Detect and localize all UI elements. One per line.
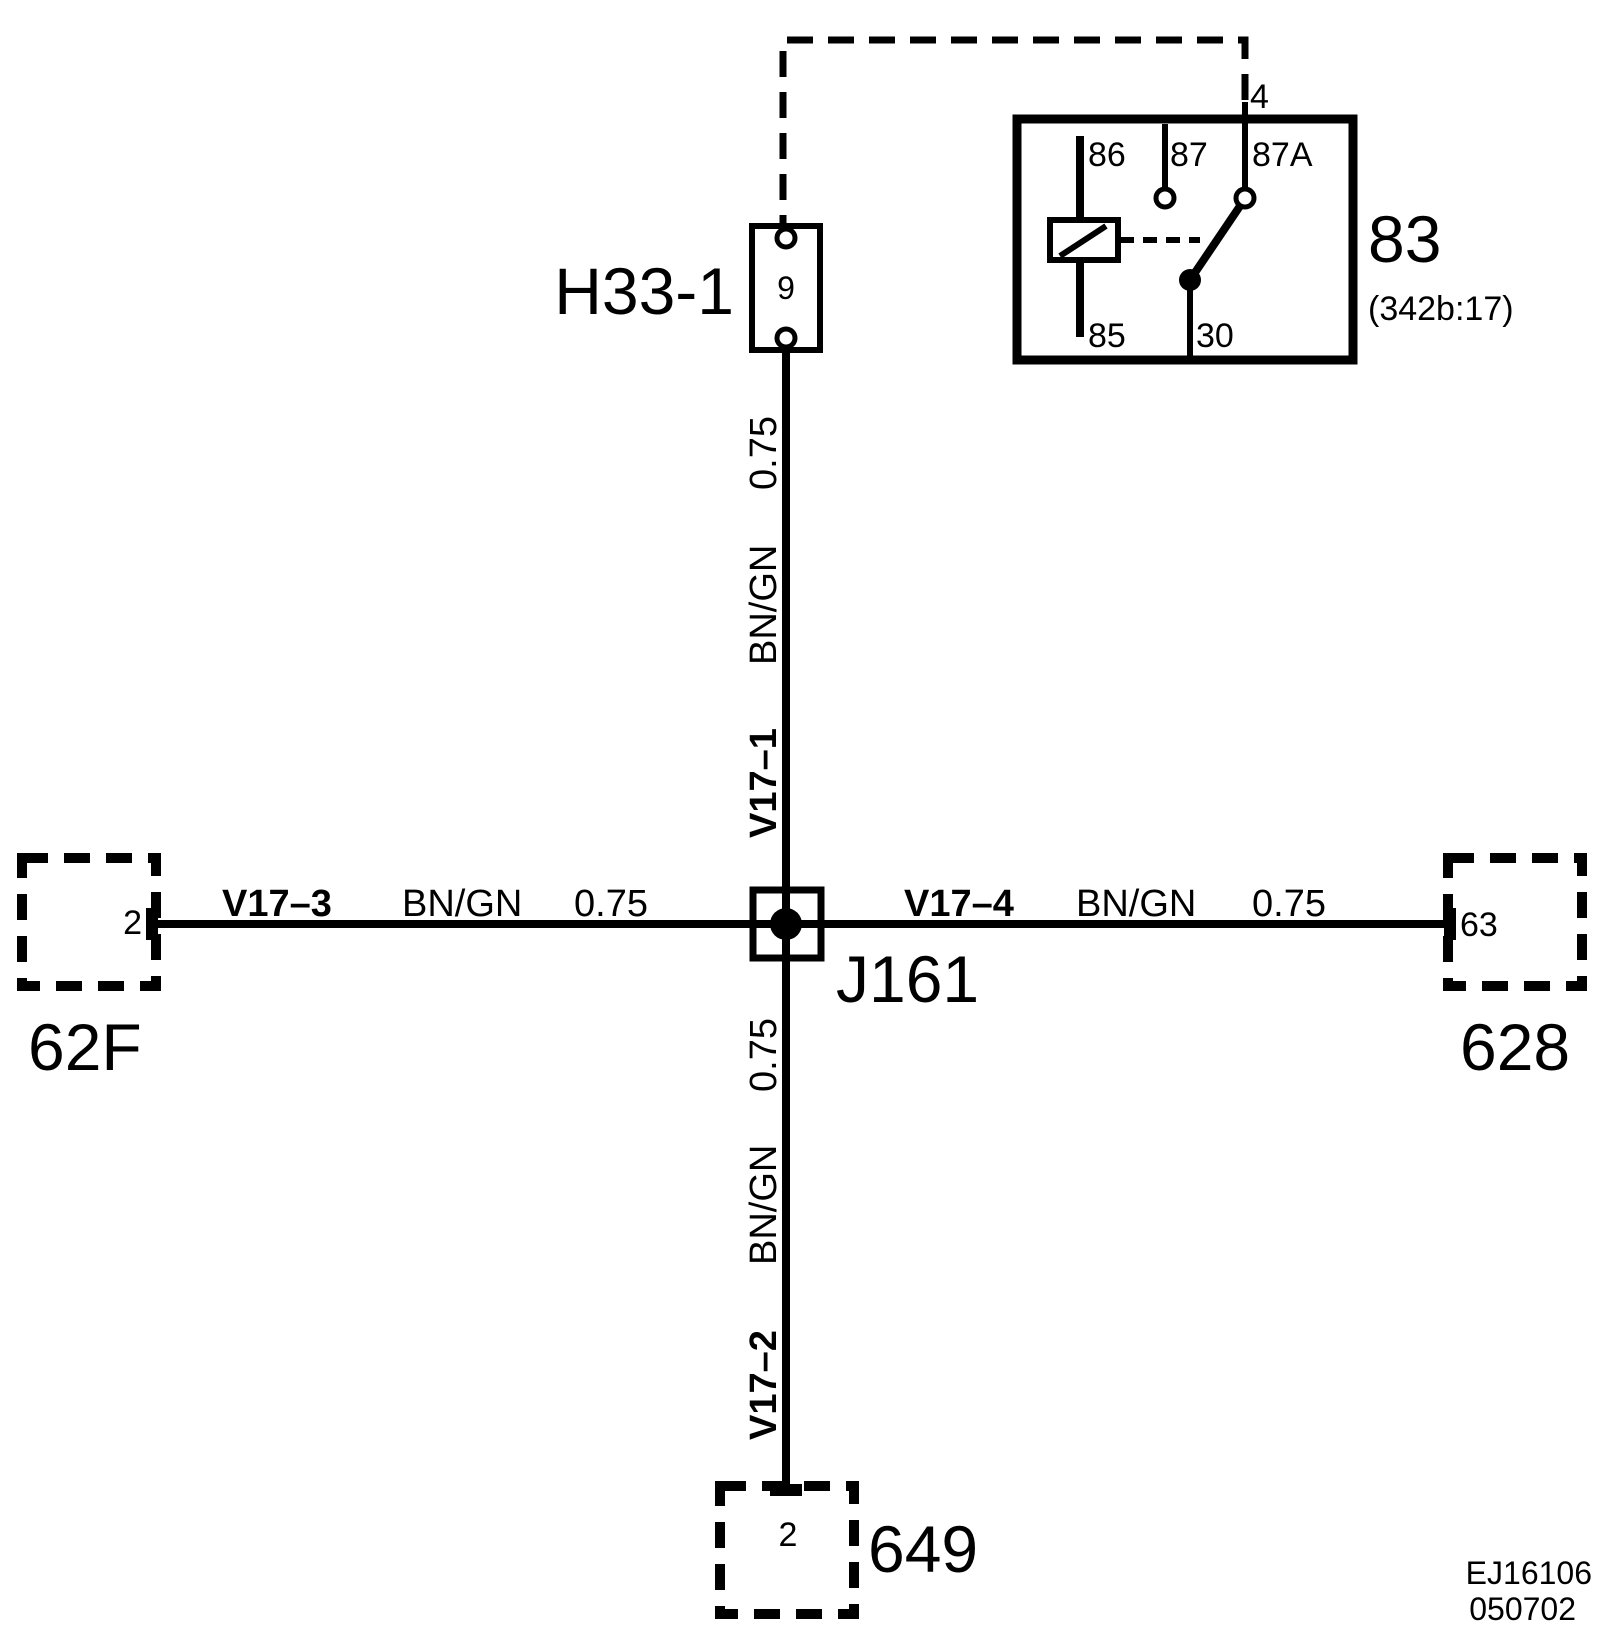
wire-v17-4-id: V17–4: [904, 883, 1014, 925]
wire-v17-1-color: BN/GN: [743, 545, 785, 665]
connector-62f: 2 62F: [17, 853, 161, 1084]
connector-628-body: [1443, 853, 1587, 991]
splice-ref-label: J161: [836, 942, 979, 1016]
wire-v17-2-size: 0.75: [743, 1018, 785, 1092]
pin-86-label: 86: [1088, 136, 1126, 174]
pin-87-label: 87: [1170, 136, 1208, 174]
wire-v17-3-size: 0.75: [574, 883, 648, 925]
connector-h33-pin-label: 9: [777, 270, 795, 306]
wire-v17-1-id: V17–1: [743, 728, 785, 838]
connector-h33-ref-label: H33-1: [554, 254, 734, 328]
diagram-date: 050702: [1469, 1591, 1576, 1627]
wire-v17-2-color: BN/GN: [743, 1145, 785, 1265]
splice-j161: J161: [749, 886, 979, 1016]
diagram-code: EJ16106: [1466, 1555, 1592, 1591]
pin-30-label: 30: [1196, 317, 1234, 355]
connector-62f-ref-label: 62F: [28, 1010, 142, 1084]
relay-sub-label: (342b:17): [1368, 290, 1514, 328]
connector-649-pin-label: 2: [779, 1516, 798, 1554]
relay-83: 86 87 87A 85 30 4 83 (342b:17): [1012, 78, 1514, 365]
wire-v17-2-id: V17–2: [743, 1330, 785, 1440]
connector-62f-pin-label: 2: [123, 904, 142, 942]
connector-h33-bottom-terminal: [774, 326, 798, 350]
coil-diagonal: [1058, 223, 1108, 259]
connector-649-ref-label: 649: [868, 1512, 978, 1586]
relay-housing: [1012, 114, 1358, 365]
wire-v17-4-color: BN/GN: [1076, 883, 1196, 925]
pin-87-contact: [1153, 186, 1177, 210]
connector-628-pin-label: 63: [1460, 906, 1498, 944]
relay-to-h33-route: [779, 36, 1249, 226]
connector-628: 63 628: [1443, 853, 1587, 1084]
connector-628-ref-label: 628: [1460, 1010, 1570, 1084]
wire-v17-3-color: BN/GN: [402, 883, 522, 925]
connector-h33-1: 9 H33-1: [554, 223, 823, 353]
connector-62f-body: [17, 853, 161, 991]
wire-v17-4-size: 0.75: [1252, 883, 1326, 925]
pin-87a-label: 87A: [1252, 136, 1313, 174]
wire-v17-1-size: 0.75: [743, 416, 785, 490]
connector-h33-top-terminal: [774, 226, 798, 250]
pin-85-label: 85: [1088, 317, 1126, 355]
splice-dot: [770, 908, 802, 940]
relay-output-pin-label: 4: [1250, 78, 1269, 116]
connector-649: 2 649: [715, 1481, 978, 1619]
relay-ref-label: 83: [1368, 202, 1441, 276]
switch-arm: [1186, 203, 1244, 283]
pin-87a-contact: [1233, 186, 1257, 210]
wire-v17-3-id: V17–3: [222, 883, 332, 925]
